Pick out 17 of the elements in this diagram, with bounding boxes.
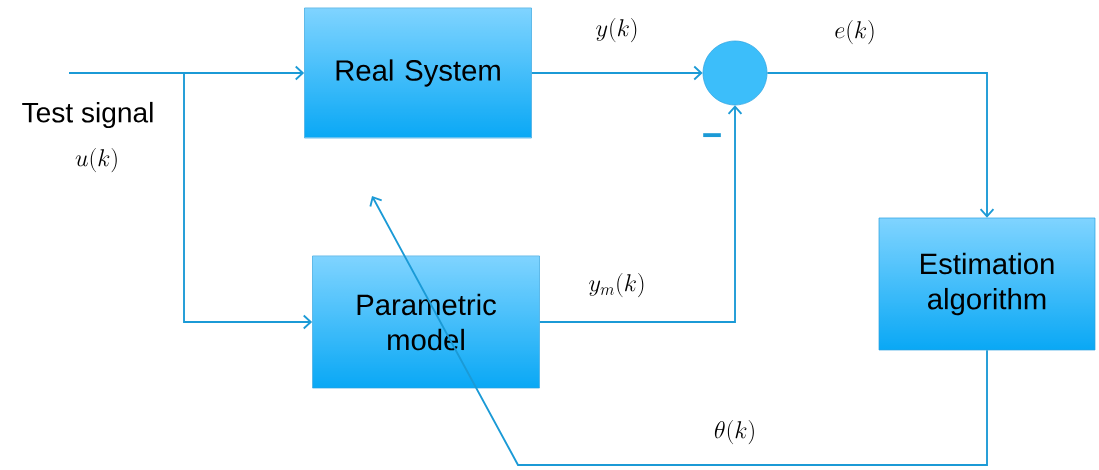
process-box: Parametric model	[312, 255, 540, 389]
arrow	[766, 72, 995, 218]
arrow	[68, 65, 305, 81]
arrow	[538, 105, 743, 323]
summing-circle	[702, 40, 768, 106]
minus-sign: −	[703, 133, 721, 138]
arrow	[369, 196, 988, 466]
edge-label: $y_m(k)$	[587, 271, 647, 299]
signal-label: $u(k)$	[75, 147, 117, 173]
process-box: Estimation algorithm	[878, 217, 1096, 351]
edge-label: $y(k)$	[594, 16, 640, 44]
process-box: Real System	[304, 7, 532, 139]
arrow	[183, 72, 313, 330]
edge-label: $e(k)$	[833, 18, 877, 46]
input-label: Test signal	[22, 101, 153, 129]
arrow	[530, 65, 703, 81]
edge-label: $\theta(k)$	[712, 418, 758, 446]
